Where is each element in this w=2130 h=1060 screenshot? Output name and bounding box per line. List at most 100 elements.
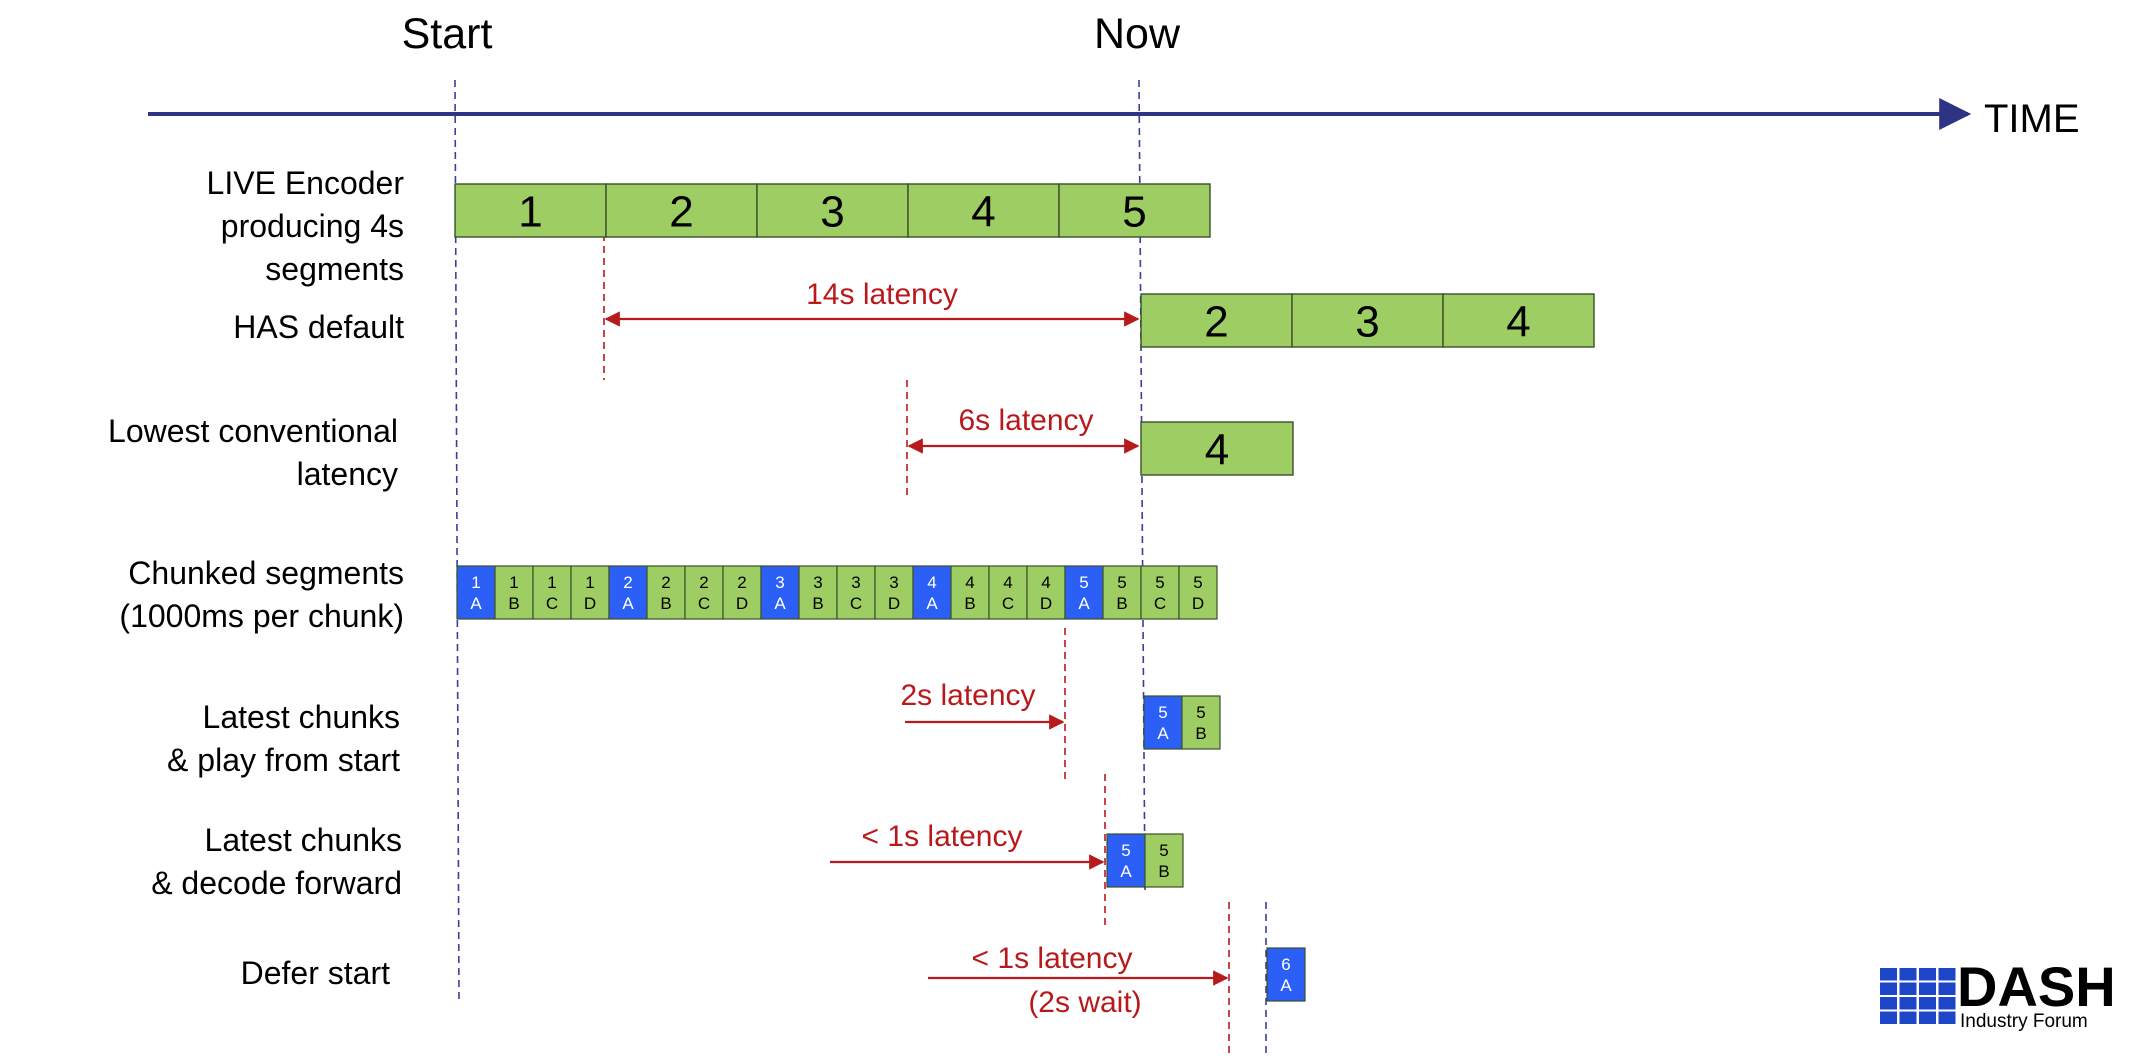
defer-chunk-6A: [1266, 947, 1306, 1002]
chunk-4C-number: 4: [1003, 573, 1012, 592]
logo-grid-cell: [1880, 997, 1897, 1010]
encoder-segment-3: [756, 183, 909, 238]
start-label: Start: [402, 10, 493, 58]
chunk-1B-number: 1: [509, 573, 518, 592]
logo-grid-cell: [1938, 968, 1956, 981]
chunk-1C-number: 1: [547, 573, 556, 592]
encoder-segment-label-5: 5: [1122, 188, 1146, 237]
chunk-2D-letter: D: [736, 594, 748, 613]
chunk-5D-number: 5: [1193, 573, 1202, 592]
time-axis-label: TIME: [1984, 97, 2080, 141]
chunk-4A-number: 4: [927, 573, 936, 592]
chunk-4D: [1026, 565, 1066, 620]
chunk-3B-letter: B: [812, 594, 823, 613]
chunk-2C-number: 2: [699, 573, 708, 592]
decode-chunk-5B-number: 5: [1159, 841, 1168, 860]
decode-chunk-5B: [1144, 833, 1184, 888]
chunk-4D-letter: D: [1040, 594, 1052, 613]
encoder-segment-1: [454, 183, 607, 238]
logo-grid-cell: [1899, 982, 1917, 995]
dash-logo: DASH Industry Forum: [1880, 955, 2116, 1032]
row-label-live-encoder-line-2: producing 4s: [221, 208, 404, 244]
defer-chunk-6A-letter: A: [1280, 976, 1292, 995]
latency-label-14s: 14s latency: [806, 278, 958, 311]
logo-grid-cell: [1880, 982, 1897, 995]
encoder-segment-label-1: 1: [518, 188, 542, 237]
has-default-segment-4: [1442, 293, 1595, 348]
chunk-4B-letter: B: [964, 594, 975, 613]
row-label-lowest-conventional-line-2: latency: [297, 456, 398, 492]
lowest-segment-4: [1140, 421, 1294, 476]
encoder-segment-label-2: 2: [669, 188, 693, 237]
logo-grid-cell: [1938, 1011, 1956, 1024]
logo-grid-cell: [1899, 1011, 1917, 1024]
latency-label-decode: < 1s latency: [862, 820, 1023, 853]
chunk-5A-letter: A: [1078, 594, 1090, 613]
play-chunk-5B: [1181, 695, 1221, 750]
chunk-2A-number: 2: [623, 573, 632, 592]
play-chunk-5A-number: 5: [1158, 703, 1167, 722]
chunk-5B-letter: B: [1116, 594, 1127, 613]
decode-chunk-5A-letter: A: [1120, 862, 1132, 881]
logo-grid-cell: [1899, 997, 1917, 1010]
chunk-5C: [1140, 565, 1180, 620]
logo-grid-cell: [1919, 968, 1936, 981]
chunk-5C-letter: C: [1154, 594, 1166, 613]
lowest-segment-label-4: 4: [1205, 426, 1229, 475]
chunk-1D-number: 1: [585, 573, 594, 592]
chunk-3D: [874, 565, 914, 620]
latency-label-wait: (2s wait): [1028, 986, 1141, 1019]
row-label-latest-decode-forward-line-1: Latest chunks: [205, 822, 402, 858]
chunk-3A: [760, 565, 800, 620]
logo-grid-cell: [1938, 982, 1956, 995]
chunk-3D-number: 3: [889, 573, 898, 592]
has-default-segment-2: [1140, 293, 1293, 348]
latency-label-6s: 6s latency: [958, 404, 1093, 437]
logo-grid-cell: [1880, 968, 1897, 981]
row-label-has-default-line-1: HAS default: [233, 309, 404, 345]
lowest-latency-segments: 4: [1140, 421, 1294, 476]
logo-grid-cell: [1919, 1011, 1936, 1024]
chunk-1A-number: 1: [471, 573, 480, 592]
chunk-2B-letter: B: [660, 594, 671, 613]
play-chunk-5B-number: 5: [1196, 703, 1205, 722]
chunk-1A-letter: A: [470, 594, 482, 613]
chunk-3A-letter: A: [774, 594, 786, 613]
chunk-1C: [532, 565, 572, 620]
row-label-chunked-segments-line-1: Chunked segments: [128, 555, 404, 591]
logo-grid-cell: [1919, 982, 1936, 995]
chunk-4A: [912, 565, 952, 620]
row-label-defer-start-line-1: Defer start: [241, 955, 390, 991]
play-chunk-5B-letter: B: [1195, 724, 1206, 743]
row-label-latest-play-from-start-line-2: & play from start: [167, 742, 400, 778]
row-label-live-encoder-line-1: LIVE Encoder: [207, 165, 405, 201]
chunk-3C: [836, 565, 876, 620]
chunk-5A: [1064, 565, 1104, 620]
chunk-1B-letter: B: [508, 594, 519, 613]
chunk-2B: [646, 565, 686, 620]
chunk-1A: [456, 565, 496, 620]
chunk-4D-number: 4: [1041, 573, 1050, 592]
row-label-latest-play-from-start-line-1: Latest chunks: [203, 699, 400, 735]
row-label-lowest-conventional-line-1: Lowest conventional: [108, 413, 398, 449]
chunk-5D-letter: D: [1192, 594, 1204, 613]
has-default-segment-3: [1291, 293, 1444, 348]
start-guide-line: [454, 79, 460, 1001]
defer-start-chunks: 6A: [1266, 947, 1306, 1002]
chunk-2D: [722, 565, 762, 620]
defer-chunk-6A-number: 6: [1281, 955, 1290, 974]
chunk-1D-letter: D: [584, 594, 596, 613]
chunk-2B-number: 2: [661, 573, 670, 592]
chunk-2C: [684, 565, 724, 620]
encoder-segment-label-3: 3: [820, 188, 844, 237]
chunk-2C-letter: C: [698, 594, 710, 613]
logo-subtitle: Industry Forum: [1960, 1011, 2088, 1032]
decode-chunk-5A-number: 5: [1121, 841, 1130, 860]
chunk-5A-number: 5: [1079, 573, 1088, 592]
